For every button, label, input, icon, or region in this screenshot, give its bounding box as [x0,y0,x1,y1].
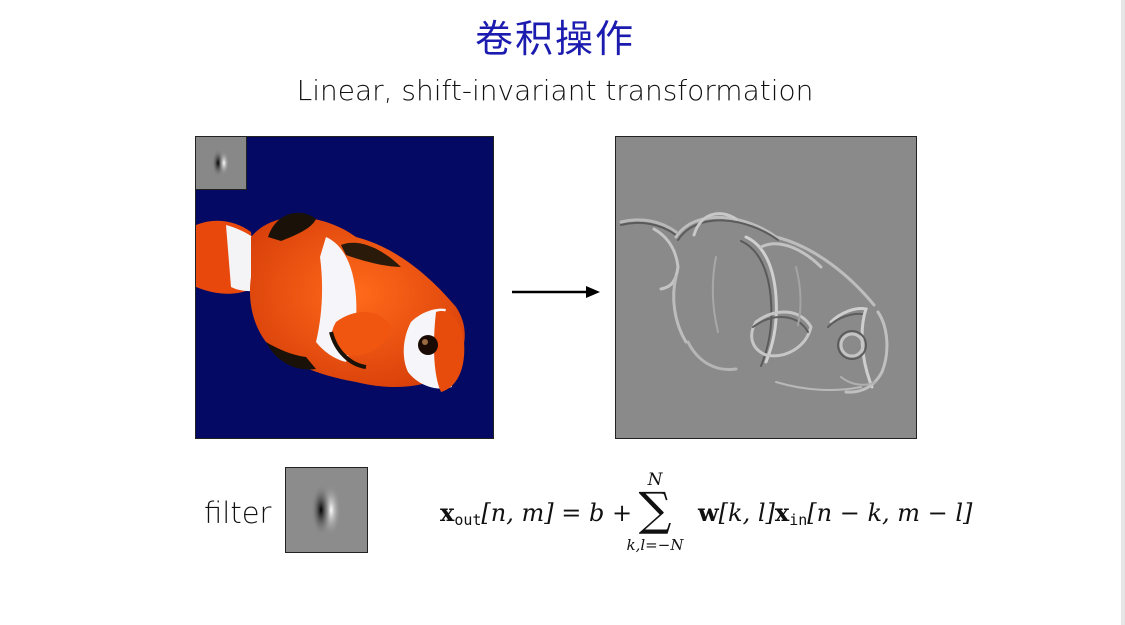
output-args: [n, m] = b + [481,499,633,527]
clownfish-illustration [196,212,465,392]
scrollbar[interactable] [1121,0,1125,625]
summation: N ∑ k,l=−N [620,470,690,560]
filter-kernel-image [285,467,368,553]
input-image [195,136,494,439]
output-subscript: out [454,511,482,529]
kernel-thumbnail [196,137,247,190]
input-subscript: in [789,511,808,529]
equation-lhs: xout[n, m] = b + [440,498,632,529]
weight-args: [k, l] [718,499,775,527]
output-image [615,136,917,439]
filter-label: filter [204,496,272,530]
sum-lower-limit: k,l=−N [626,536,684,554]
sum-symbol: ∑ [638,482,672,536]
convolution-equation: xout[n, m] = b + N ∑ k,l=−N w[k, l]xin[n… [440,470,972,560]
slide-subtitle: Linear, shift-invariant transformation [296,74,814,107]
edge-map-illustration [616,137,916,438]
sum-upper-limit: N [647,470,663,490]
right-arrow-icon [512,286,600,298]
slide-title: 卷积操作 [474,17,635,61]
input-var: x [774,498,790,527]
output-var: x [440,498,455,527]
weight-var: w [698,498,719,527]
input-args: [n − k, m − l] [807,499,973,527]
equation-rhs: w[k, l]xin[n − k, m − l] [698,498,972,529]
